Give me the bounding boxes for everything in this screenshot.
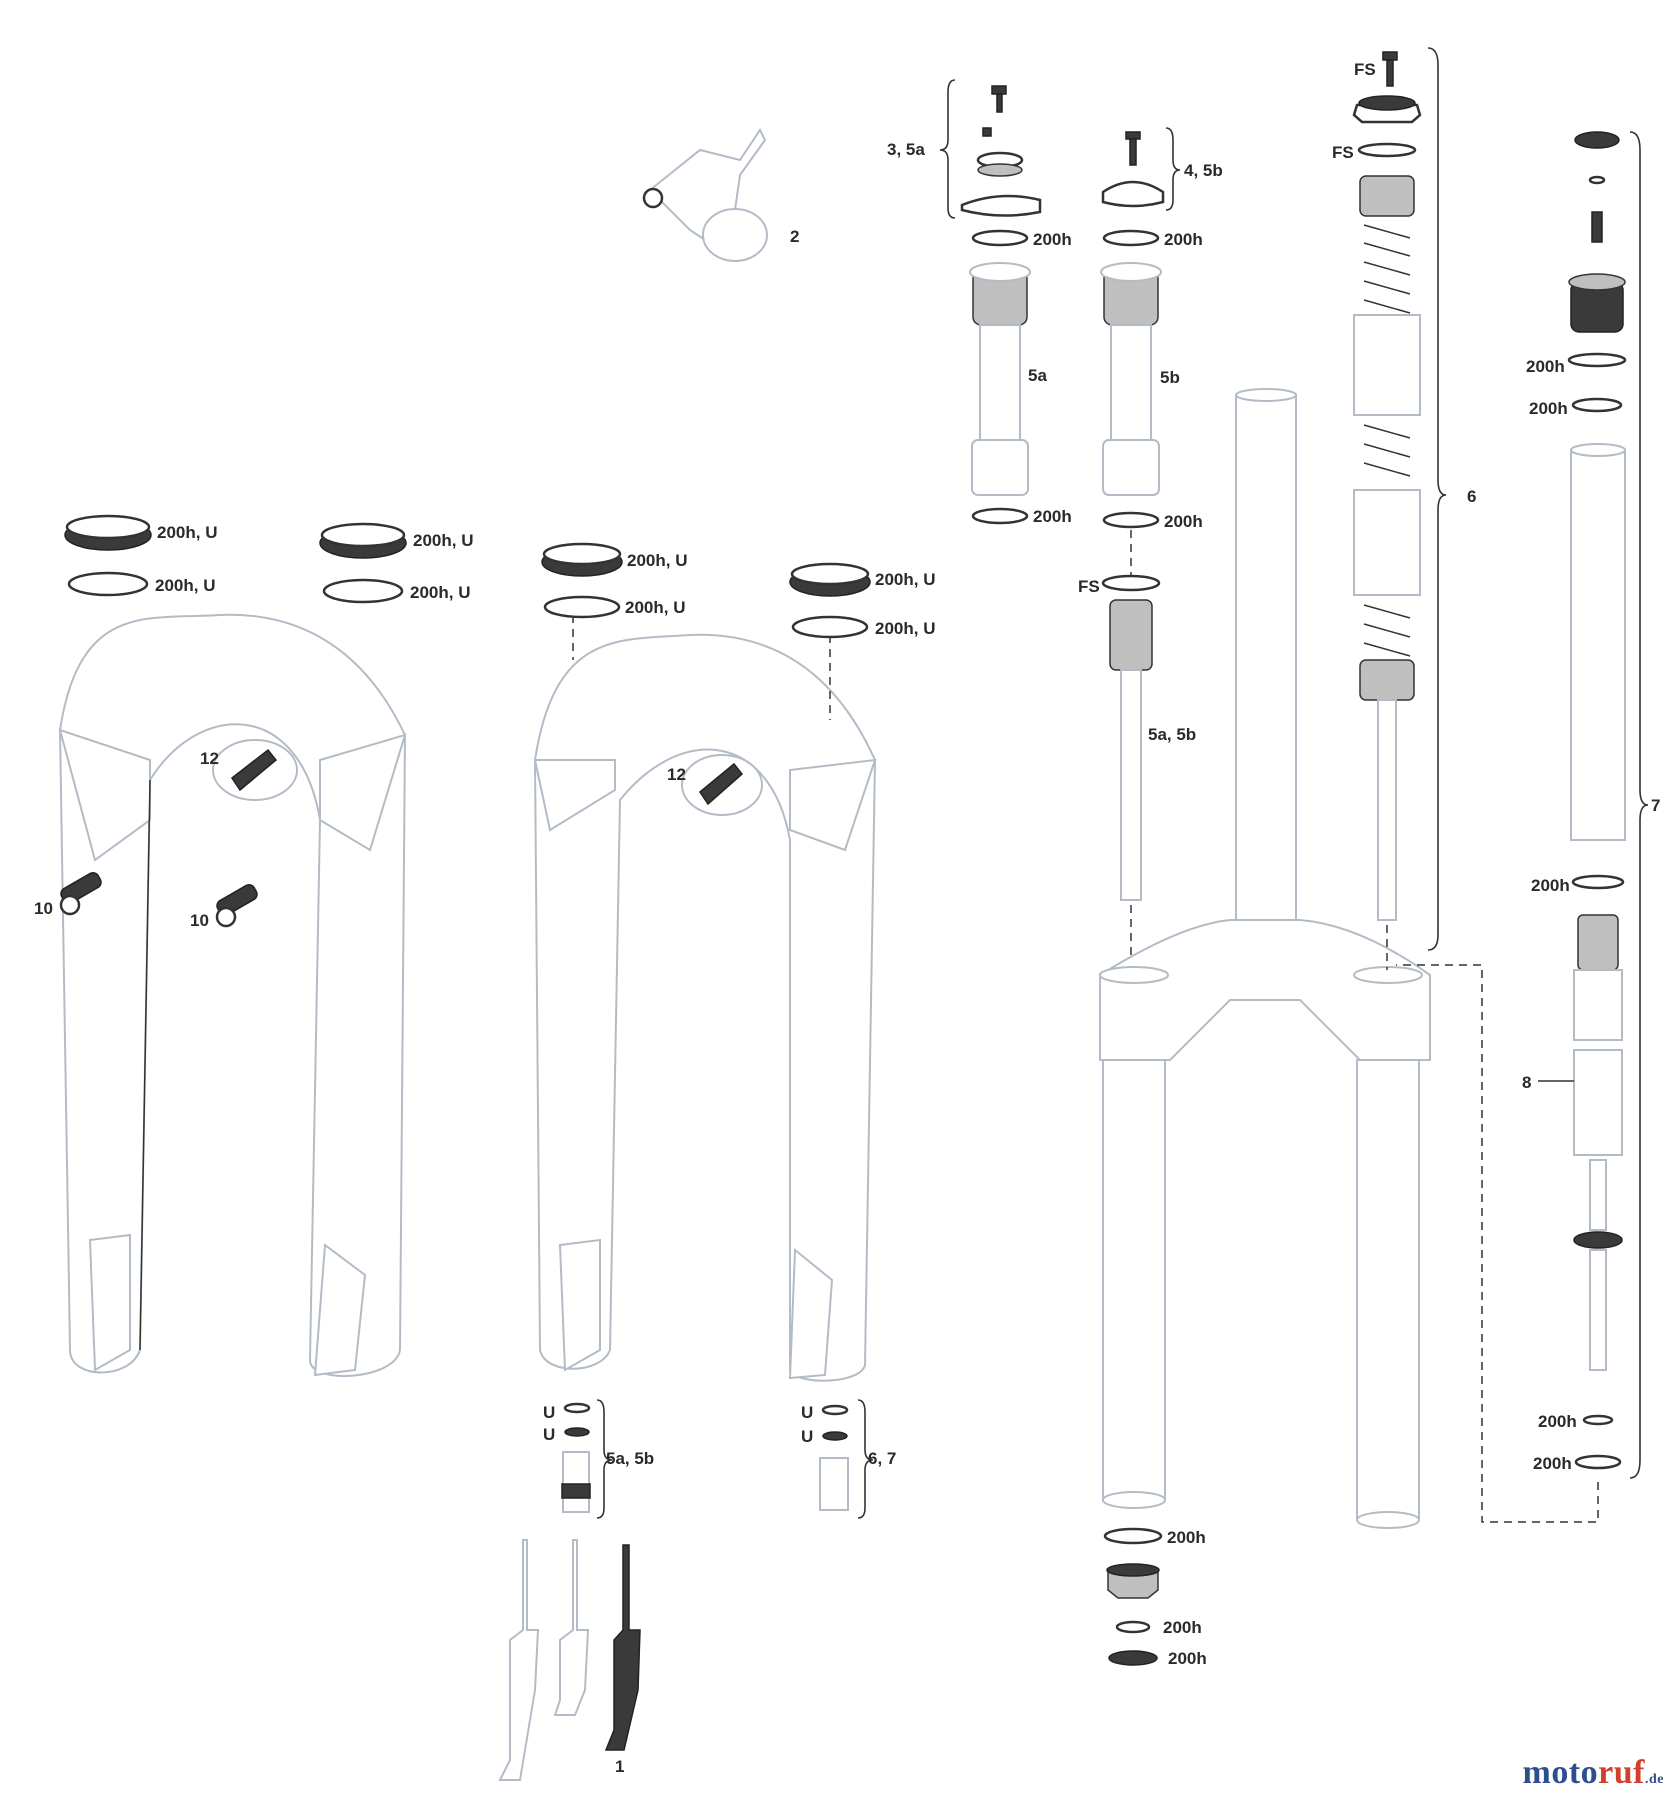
label-200h: 200h bbox=[1164, 512, 1203, 531]
label-fs: FS bbox=[1078, 577, 1100, 596]
label-u: U bbox=[543, 1425, 555, 1444]
label-6: 6 bbox=[1467, 487, 1476, 506]
seal-ring-left-1: 200h, U bbox=[67, 571, 215, 597]
label-1: 1 bbox=[615, 1757, 624, 1776]
badge-part-12-left: 12 bbox=[200, 739, 298, 801]
label-5a-5b: 5a, 5b bbox=[606, 1449, 654, 1468]
label-12: 12 bbox=[667, 765, 686, 784]
label-200h: 200h bbox=[1533, 1454, 1572, 1473]
label-fs: FS bbox=[1354, 60, 1376, 79]
rod-set-part-1: 1 bbox=[498, 1539, 641, 1781]
label-10: 10 bbox=[190, 911, 209, 930]
bottom-seal-stack: 200h 200h 200h bbox=[1103, 1527, 1207, 1668]
seal-top-left-2: 200h, U bbox=[319, 522, 473, 559]
lower-leg-assembly-left bbox=[58, 613, 407, 1377]
label-200h: 200h bbox=[1538, 1412, 1577, 1431]
label-12: 12 bbox=[200, 749, 219, 768]
damper-cartridge-5a: 200h 5a 200h bbox=[969, 229, 1072, 526]
label-5a-5b: 5a, 5b bbox=[1148, 725, 1196, 744]
badge-part-12-middle: 12 bbox=[667, 754, 763, 816]
label-200h-u: 200h, U bbox=[875, 619, 935, 638]
label-10: 10 bbox=[34, 899, 53, 918]
label-6-7: 6, 7 bbox=[868, 1449, 896, 1468]
top-cap-group-3-5a: 3, 5a bbox=[887, 79, 1042, 219]
bottom-nut-group-6-7: U U 6, 7 bbox=[801, 1399, 896, 1519]
lower-leg-assembly-middle bbox=[533, 615, 877, 1382]
watermark-part3: .de bbox=[1645, 1772, 1664, 1787]
label-200h: 200h bbox=[1033, 507, 1072, 526]
coil-spring-assembly-part-6: FS FS 6 bbox=[1332, 47, 1476, 970]
damper-shaft-5a-5b: FS 5a, 5b bbox=[1078, 530, 1196, 975]
label-200h-u: 200h, U bbox=[875, 570, 935, 589]
bottom-nut-group-5a-5b: U U 5a, 5b bbox=[543, 1399, 654, 1519]
label-8: 8 bbox=[1522, 1073, 1531, 1092]
top-cap-group-4-5b: 4, 5b bbox=[1101, 127, 1223, 211]
remote-lever-part-2: 2 bbox=[642, 128, 799, 262]
seal-top-left-1: 200h, U bbox=[64, 514, 217, 551]
damper-part-8: 8 200h 200h bbox=[1396, 914, 1623, 1523]
label-u: U bbox=[801, 1427, 813, 1446]
label-200h: 200h bbox=[1531, 876, 1570, 895]
label-200h: 200h bbox=[1167, 1528, 1206, 1547]
label-200h-u: 200h, U bbox=[627, 551, 687, 570]
motoruf-watermark: motoruf.de bbox=[1523, 1754, 1664, 1792]
label-5b: 5b bbox=[1160, 368, 1180, 387]
bolt-part-10-left: 10 bbox=[34, 872, 102, 918]
label-fs: FS bbox=[1332, 143, 1354, 162]
label-200h: 200h bbox=[1163, 1618, 1202, 1637]
label-200h: 200h bbox=[1033, 230, 1072, 249]
label-200h-u: 200h, U bbox=[157, 523, 217, 542]
label-u: U bbox=[543, 1403, 555, 1422]
label-2: 2 bbox=[790, 227, 799, 246]
label-200h-u: 200h, U bbox=[155, 576, 215, 595]
bolt-part-10-right: 10 bbox=[190, 884, 258, 930]
seal-top-mid-1: 200h, U bbox=[541, 542, 687, 577]
label-4-5b: 4, 5b bbox=[1184, 161, 1223, 180]
damper-cartridge-5b: 200h 5b 200h bbox=[1100, 229, 1203, 531]
seal-top-mid-2: 200h, U bbox=[789, 562, 935, 597]
label-200h-u: 200h, U bbox=[410, 583, 470, 602]
label-200h: 200h bbox=[1168, 1649, 1207, 1668]
label-u: U bbox=[801, 1403, 813, 1422]
label-200h-u: 200h, U bbox=[625, 598, 685, 617]
label-200h: 200h bbox=[1164, 230, 1203, 249]
label-3-5a: 3, 5a bbox=[887, 140, 925, 159]
seal-ring-left-2: 200h, U bbox=[322, 578, 470, 604]
seal-ring-mid-2: 200h, U bbox=[791, 615, 935, 639]
label-5a: 5a bbox=[1028, 366, 1047, 385]
label-200h: 200h bbox=[1529, 399, 1568, 418]
label-7: 7 bbox=[1651, 796, 1660, 815]
label-200h: 200h bbox=[1526, 357, 1565, 376]
air-spring-assembly-part-7: 200h 200h 200h 7 bbox=[1526, 131, 1660, 1479]
watermark-part2: ruf bbox=[1598, 1754, 1645, 1791]
crown-steerer-assembly bbox=[1099, 388, 1431, 1529]
seal-ring-mid-1: 200h, U bbox=[543, 595, 685, 619]
watermark-part1: moto bbox=[1522, 1754, 1599, 1791]
label-200h-u: 200h, U bbox=[413, 531, 473, 550]
